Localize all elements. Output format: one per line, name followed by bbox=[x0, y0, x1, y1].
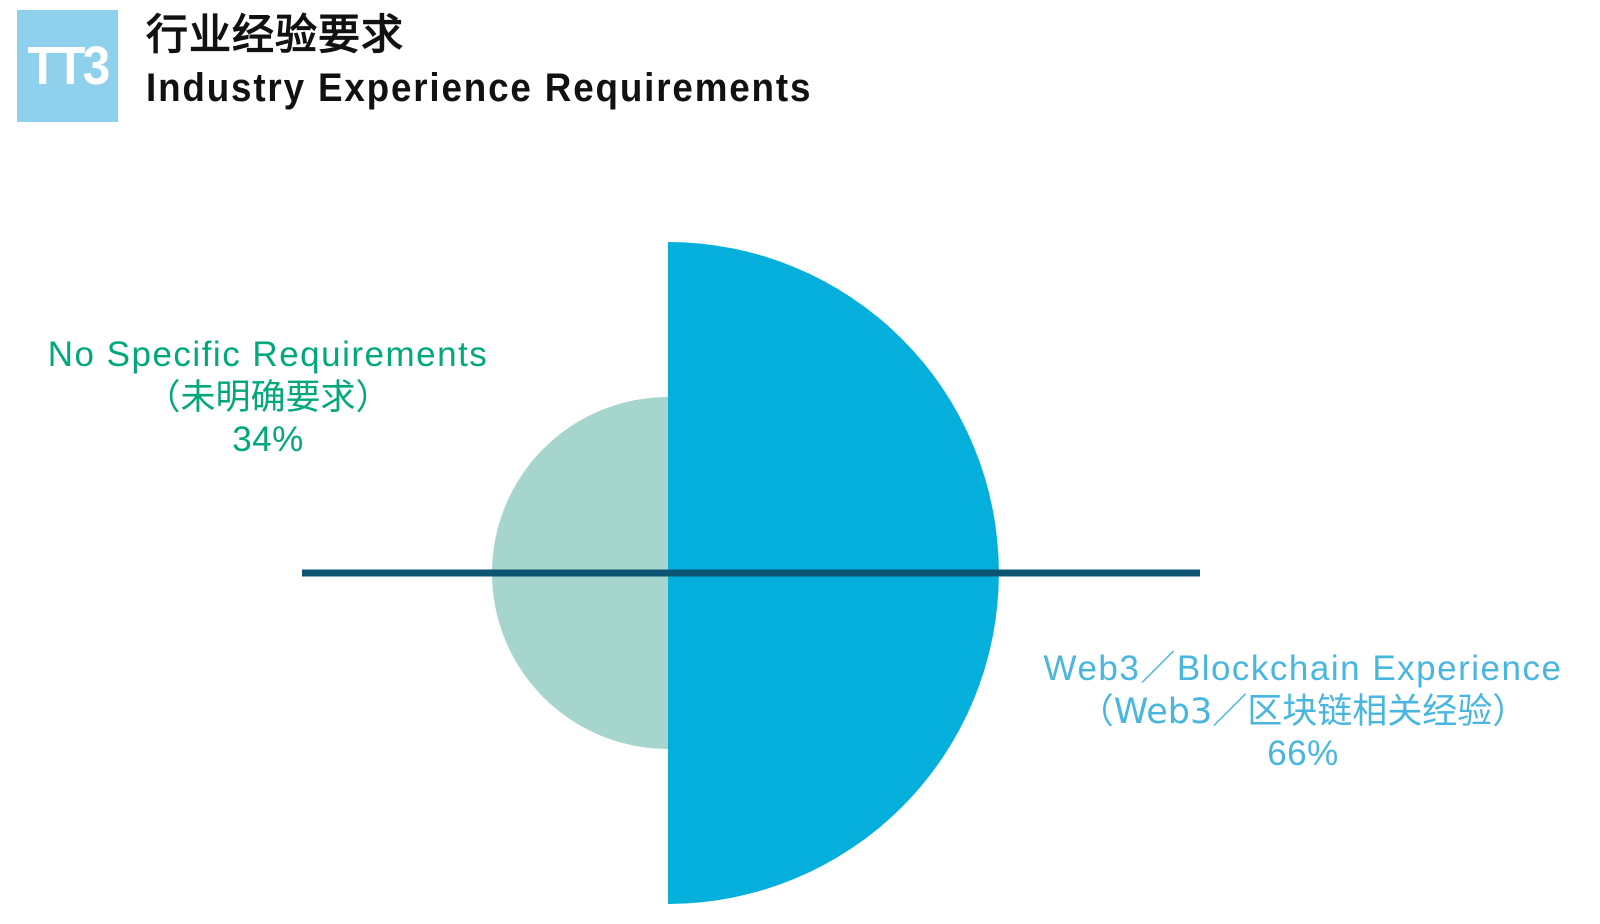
page-title-english: Industry Experience Requirements bbox=[146, 66, 813, 110]
page-title-chinese: 行业经验要求 bbox=[146, 10, 405, 59]
label-left-chinese: （未明确要求） bbox=[145, 377, 391, 418]
label-left-percentage: 34% bbox=[232, 420, 304, 460]
page-header: TT3 行业经验要求 Industry Experience Requireme… bbox=[0, 0, 1600, 140]
chart-label-web3-blockchain-experience: Web3／Blockchain Experience （Web3／区块链相关经验… bbox=[1006, 648, 1600, 776]
tt3-logo-badge: TT3 bbox=[17, 10, 118, 122]
label-right-percentage: 66% bbox=[1267, 734, 1339, 774]
label-right-chinese: （Web3／区块链相关经验） bbox=[1078, 691, 1528, 732]
label-right-english: Web3／Blockchain Experience bbox=[1043, 649, 1563, 688]
logo-wordmark: TT3 bbox=[27, 36, 110, 96]
chart-label-no-specific-requirements: No Specific Requirements （未明确要求） 34% bbox=[0, 334, 536, 462]
label-left-english: No Specific Requirements bbox=[47, 335, 489, 374]
page-title: 行业经验要求 Industry Experience Requirements bbox=[146, 8, 870, 114]
